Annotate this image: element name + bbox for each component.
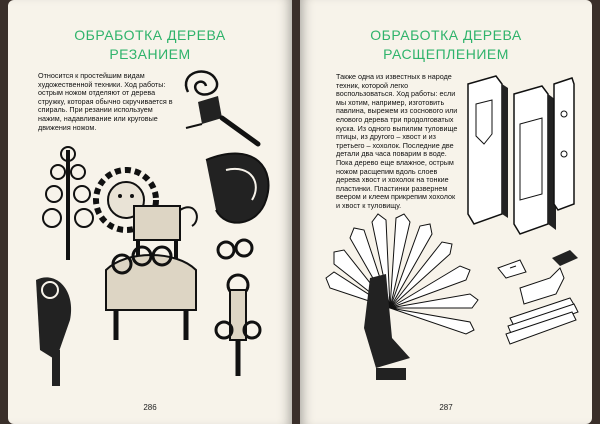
left-page-number: 286 — [143, 403, 157, 412]
right-page-title: ОБРАБОТКА ДЕРЕВА РАСЩЕПЛЕНИЕМ — [300, 26, 592, 64]
left-page-title: ОБРАБОТКА ДЕРЕВА РЕЗАНИЕМ — [8, 26, 292, 64]
right-page-number: 287 — [439, 403, 453, 412]
carved-horse-figure — [105, 245, 197, 340]
wood-blocks-illustration — [467, 75, 575, 235]
peacock-body — [364, 274, 410, 380]
right-title-line1: ОБРАБОТКА ДЕРЕВА — [370, 27, 522, 43]
right-title-line2: РАСЩЕПЛЕНИЕМ — [383, 46, 509, 62]
carved-doll-figure — [214, 273, 262, 376]
carved-tree-figure — [42, 146, 94, 260]
wood-block-1 — [467, 75, 508, 225]
wood-block-3 — [553, 77, 575, 211]
carved-bird-figure — [205, 152, 270, 260]
left-title-line2: РЕЗАНИЕМ — [109, 46, 191, 62]
left-body-text: Относится к простейшим видам художествен… — [38, 71, 173, 132]
left-title-line1: ОБРАБОТКА ДЕРЕВА — [74, 27, 226, 43]
right-page: ОБРАБОТКА ДЕРЕВА РАСЩЕПЛЕНИЕМ Также одна… — [300, 0, 592, 424]
split-pieces — [497, 250, 579, 345]
peacock-fan-illustration — [325, 213, 579, 380]
carved-figures-illustration — [36, 146, 270, 386]
carved-rooster-figure — [36, 277, 72, 386]
carved-lion-figure — [93, 167, 198, 260]
right-body-text: Также одна из известных в народе техник,… — [336, 72, 458, 210]
peacock-fan — [325, 213, 479, 335]
left-page: ОБРАБОТКА ДЕРЕВА РЕЗАНИЕМ Относится к пр… — [8, 0, 292, 424]
knife-curl-illustration — [184, 70, 261, 147]
